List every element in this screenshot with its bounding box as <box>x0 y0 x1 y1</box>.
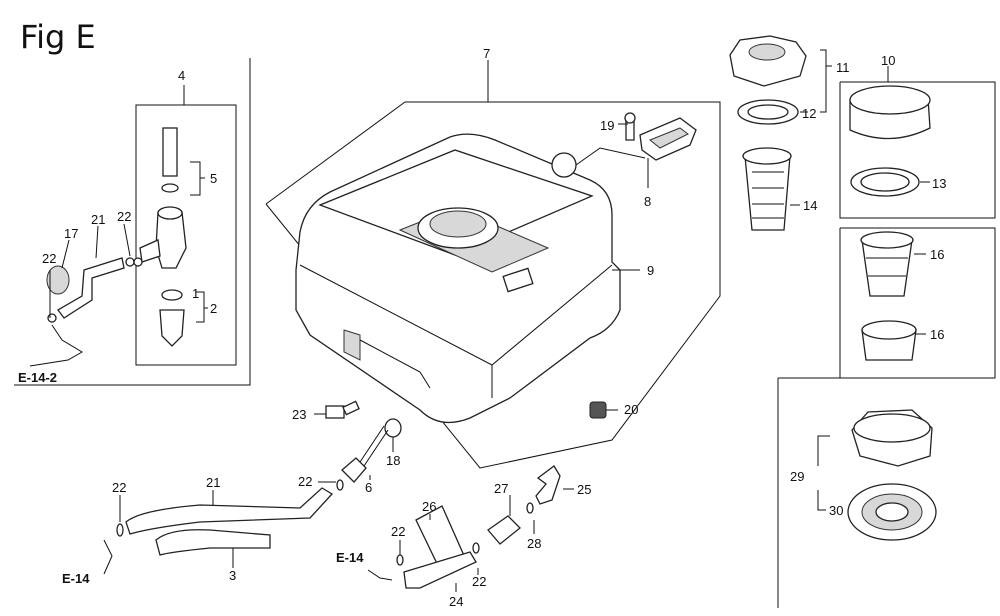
drain-bolt <box>325 400 360 419</box>
callout-22-upper: 22 <box>117 209 131 224</box>
callout-22-bottom: 22 <box>472 574 486 589</box>
callout-12: 12 <box>802 106 816 121</box>
fuel-tank <box>295 133 621 424</box>
callout-7: 7 <box>483 46 490 61</box>
callout-11: 11 <box>836 60 850 75</box>
callout-29: 29 <box>790 469 804 484</box>
callout-28: 28 <box>527 536 541 551</box>
strainer-16 <box>860 231 914 297</box>
callout-3: 3 <box>229 568 236 583</box>
reference-e14-2: E-14-2 <box>18 370 57 385</box>
callout-27: 27 <box>494 481 508 496</box>
strainer-14 <box>742 147 792 231</box>
fuel-valve <box>125 127 187 347</box>
washer <box>384 418 402 438</box>
callout-21-lower: 21 <box>206 475 220 490</box>
fuel-gauge-assembly <box>551 112 697 178</box>
callout-13: 13 <box>932 176 946 191</box>
callout-numbers: 4 5 1 2 17 21 22 22 7 19 8 9 11 10 12 13… <box>42 46 946 609</box>
filter-ring-16 <box>861 320 917 361</box>
fuel-strainer <box>341 425 389 483</box>
callout-22-lower-left: 22 <box>112 480 126 495</box>
cap-gasket-12 <box>737 99 799 125</box>
callout-6: 6 <box>365 480 372 495</box>
callout-16-lower: 16 <box>930 327 944 342</box>
callout-4: 4 <box>178 68 185 83</box>
callout-9: 9 <box>647 263 654 278</box>
valve-hoses <box>46 257 125 323</box>
callout-21-upper: 21 <box>91 212 105 227</box>
long-hose <box>116 479 344 556</box>
callout-19: 19 <box>600 118 614 133</box>
callout-2: 2 <box>210 301 217 316</box>
callout-18: 18 <box>386 453 400 468</box>
callout-17: 17 <box>64 226 78 241</box>
callout-26: 26 <box>422 499 436 514</box>
cap-gasket-30 <box>847 483 937 541</box>
callout-5: 5 <box>210 171 217 186</box>
callout-16-upper: 16 <box>930 247 944 262</box>
section-frames <box>14 58 996 608</box>
callout-22-hose: 22 <box>298 474 312 489</box>
leader-lines <box>29 49 930 592</box>
callout-23: 23 <box>292 407 306 422</box>
callout-30: 30 <box>829 503 843 518</box>
reference-e14-mid: E-14 <box>336 550 364 565</box>
callout-24: 24 <box>449 594 463 609</box>
fuel-cap-29 <box>851 409 933 467</box>
reference-e14-left: E-14 <box>62 571 90 586</box>
callout-20: 20 <box>624 402 638 417</box>
callout-1: 1 <box>192 286 199 301</box>
callout-25: 25 <box>577 482 591 497</box>
filter-hoses <box>396 465 561 589</box>
cap-gasket-13 <box>850 167 920 197</box>
tank-plug <box>589 401 607 419</box>
cross-references: E-14-2 E-14 E-14 <box>18 370 364 586</box>
figure-title: Fig E <box>20 18 96 56</box>
callout-14: 14 <box>803 198 817 213</box>
callout-22-filter: 22 <box>391 524 405 539</box>
fuel-cap-11 <box>729 35 807 87</box>
callout-8: 8 <box>644 194 651 209</box>
fuel-cap-10 <box>849 85 931 140</box>
callout-10: 10 <box>881 53 895 68</box>
callout-22-left: 22 <box>42 251 56 266</box>
